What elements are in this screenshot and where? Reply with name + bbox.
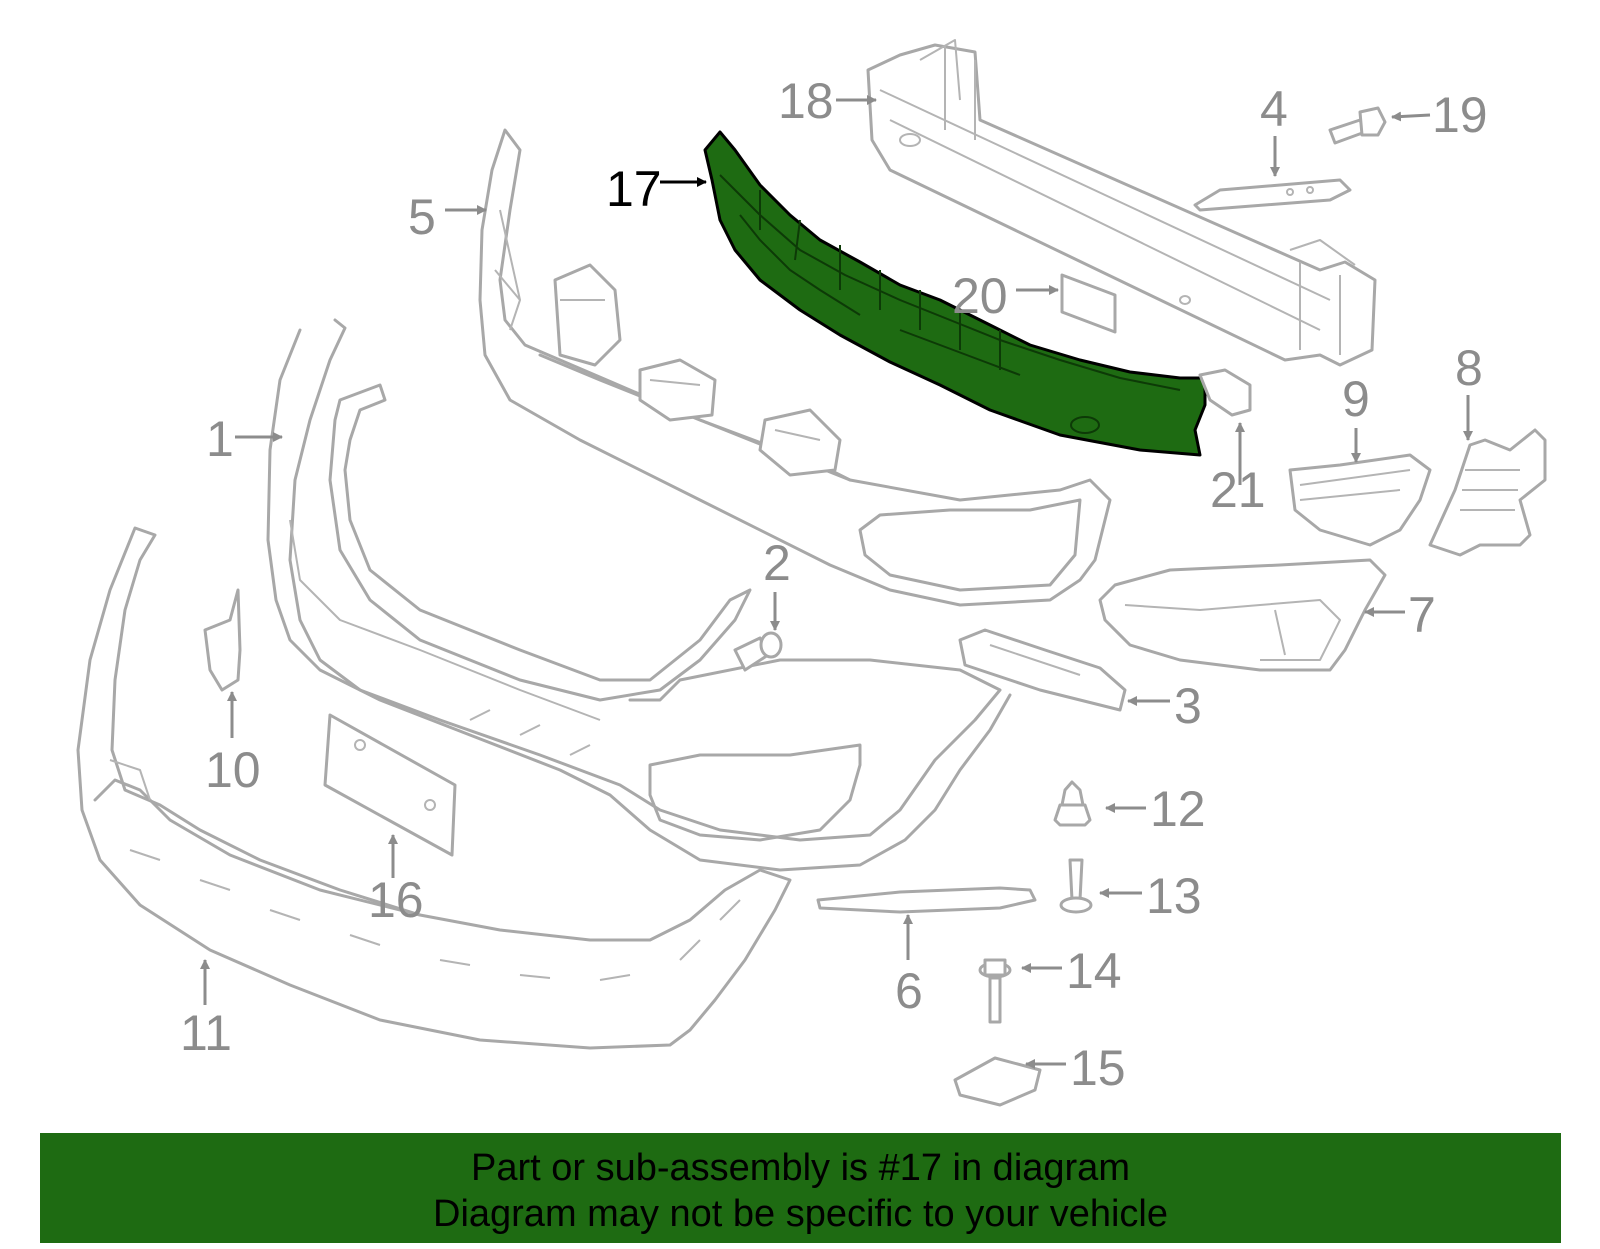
part-3-bracket[interactable]	[958, 628, 1127, 712]
callout-16: 16	[368, 872, 424, 928]
callout-4: 4	[1260, 81, 1288, 137]
callout-2: 2	[763, 535, 791, 591]
callout-11: 11	[180, 1005, 232, 1061]
part-13-screw[interactable]	[1059, 858, 1093, 914]
part-21-clip[interactable]	[1198, 368, 1252, 417]
part-16-plate-bracket[interactable]	[323, 713, 457, 857]
callout-1: 1	[206, 411, 234, 467]
part-11-lower-valance[interactable]	[76, 526, 792, 1050]
part-7-fog-cover[interactable]	[1098, 558, 1387, 672]
callout-13: 13	[1146, 868, 1202, 924]
banner-disclaimer: Diagram may not be specific to your vehi…	[433, 1193, 1168, 1235]
callout-7: 7	[1408, 587, 1436, 643]
callout-8: 8	[1455, 340, 1483, 396]
part-12-clip[interactable]	[1053, 780, 1092, 827]
part-15-clip-nut[interactable]	[953, 1056, 1042, 1107]
part-19-bolt[interactable]	[1328, 106, 1387, 145]
part-17-energy-absorber[interactable]	[703, 130, 1207, 457]
callout-14: 14	[1066, 943, 1122, 999]
callout-5: 5	[408, 189, 436, 245]
part-6-moulding[interactable]	[816, 886, 1037, 914]
part-2-bolt[interactable]	[733, 631, 783, 672]
part-5-upper-support[interactable]	[478, 128, 1112, 607]
callout-9: 9	[1342, 371, 1370, 427]
info-banner: Part or sub-assembly is #17 in diagram D…	[40, 1133, 1561, 1243]
part-20-pad[interactable]	[1060, 273, 1117, 334]
callout-21: 21	[1210, 462, 1266, 518]
callout-6: 6	[895, 963, 923, 1019]
callout-18: 18	[778, 73, 834, 129]
callout-19: 19	[1432, 87, 1488, 143]
part-18-reinforcement-beam[interactable]	[866, 39, 1377, 367]
leader-arrows	[200, 95, 1473, 1069]
callout-17: 17	[606, 161, 662, 217]
callout-15: 15	[1070, 1040, 1126, 1096]
banner-part-note: Part or sub-assembly is #17 in diagram	[471, 1147, 1130, 1189]
part-10-bracket[interactable]	[203, 588, 242, 692]
part-8-fog-bezel[interactable]	[1428, 428, 1547, 557]
callout-20: 20	[952, 268, 1008, 324]
part-14-bolt[interactable]	[978, 958, 1012, 1024]
callout-3: 3	[1174, 678, 1202, 734]
part-4-bracket[interactable]	[1193, 178, 1352, 212]
callout-10: 10	[205, 742, 261, 798]
callout-12: 12	[1150, 781, 1206, 837]
part-1-bumper-cover[interactable]	[266, 318, 1012, 872]
part-9-lamp-bracket[interactable]	[1288, 453, 1432, 547]
